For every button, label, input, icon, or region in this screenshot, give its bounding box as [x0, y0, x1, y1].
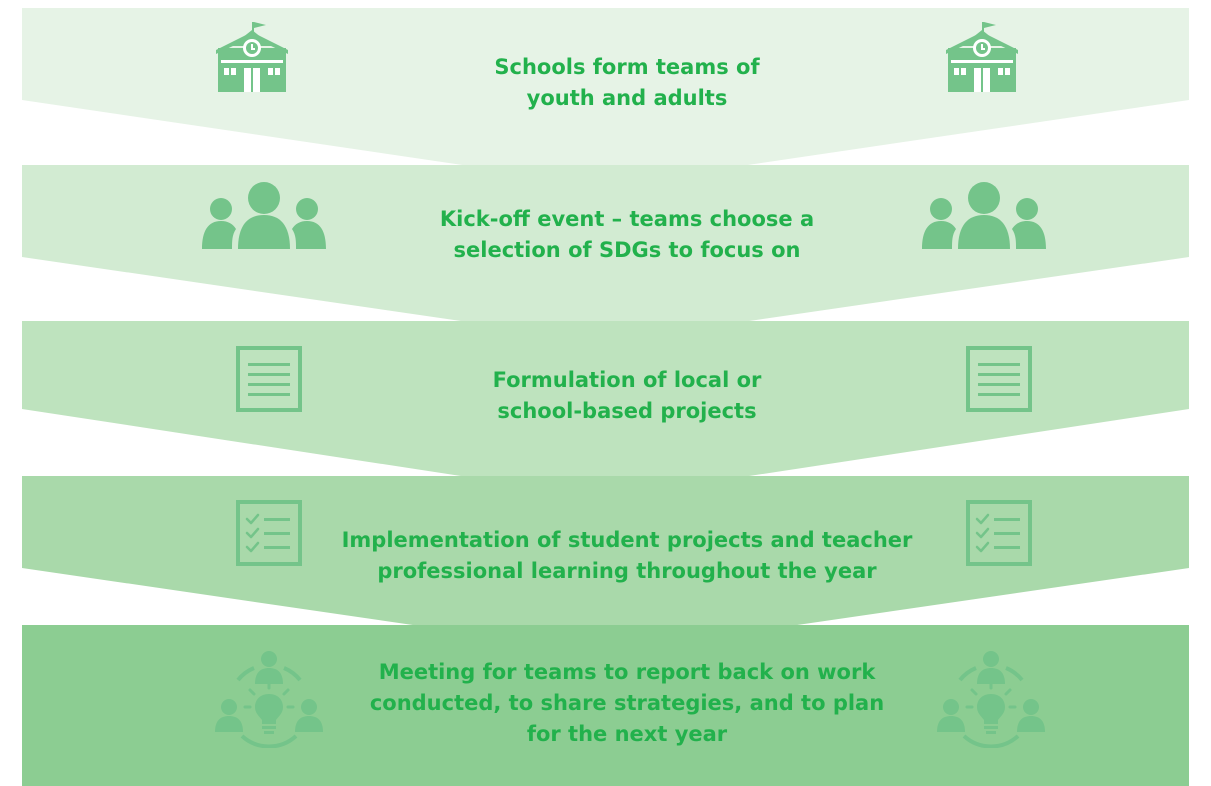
- checklist-icon: [966, 500, 1032, 566]
- stage-3-line-2: school-based projects: [497, 399, 757, 423]
- stage-1-chevron-shape: [22, 8, 1189, 186]
- stage-2-text: Kick-off event – teams choose a selectio…: [322, 204, 932, 266]
- checklist-icon: [236, 500, 302, 566]
- people-group-icon: [914, 181, 1054, 249]
- stage-2: Kick-off event – teams choose a selectio…: [22, 165, 1189, 342]
- people-group-icon: [194, 181, 334, 249]
- stage-2-line-2: selection of SDGs to focus on: [453, 238, 801, 262]
- stage-5-line-2: conducted, to share strategies, and to p…: [369, 691, 885, 715]
- stage-4-line-1: Implementation of student projects and t…: [341, 528, 913, 552]
- stage-4-chevron-shape: [22, 476, 1189, 653]
- stage-5: Meeting for teams to report back on work…: [22, 625, 1189, 786]
- stage-1-line-1: Schools form teams of: [494, 55, 760, 79]
- team-idea-cycle-icon: [936, 650, 1046, 748]
- stage-3-chevron-shape: [22, 321, 1189, 498]
- school-building-icon: [216, 22, 288, 94]
- school-building-icon: [946, 22, 1018, 94]
- stage-4-chevron-fill: [22, 476, 1189, 653]
- stage-5-line-1: Meeting for teams to report back on work: [378, 660, 876, 684]
- stage-4-line-2: professional learning throughout the yea…: [377, 559, 877, 583]
- stage-1-text: Schools form teams of youth and adults: [322, 52, 932, 114]
- stage-3: Formulation of local or school-based pro…: [22, 321, 1189, 498]
- stage-1-chevron-fill: [22, 8, 1189, 186]
- stage-1: Schools form teams of youth and adults: [22, 8, 1189, 186]
- stage-3-text: Formulation of local or school-based pro…: [322, 365, 932, 427]
- document-lines-icon: [966, 346, 1032, 412]
- team-idea-cycle-icon: [214, 650, 324, 748]
- document-lines-icon: [236, 346, 302, 412]
- stage-4: Implementation of student projects and t…: [22, 476, 1189, 653]
- stage-2-line-1: Kick-off event – teams choose a: [439, 207, 815, 231]
- stage-3-chevron-fill: [22, 321, 1189, 498]
- stage-3-line-1: Formulation of local or: [492, 368, 762, 392]
- stage-5-line-3: for the next year: [526, 722, 728, 746]
- stage-1-line-2: youth and adults: [526, 86, 728, 110]
- stage-4-text: Implementation of student projects and t…: [322, 525, 932, 587]
- stage-5-text: Meeting for teams to report back on work…: [322, 657, 932, 750]
